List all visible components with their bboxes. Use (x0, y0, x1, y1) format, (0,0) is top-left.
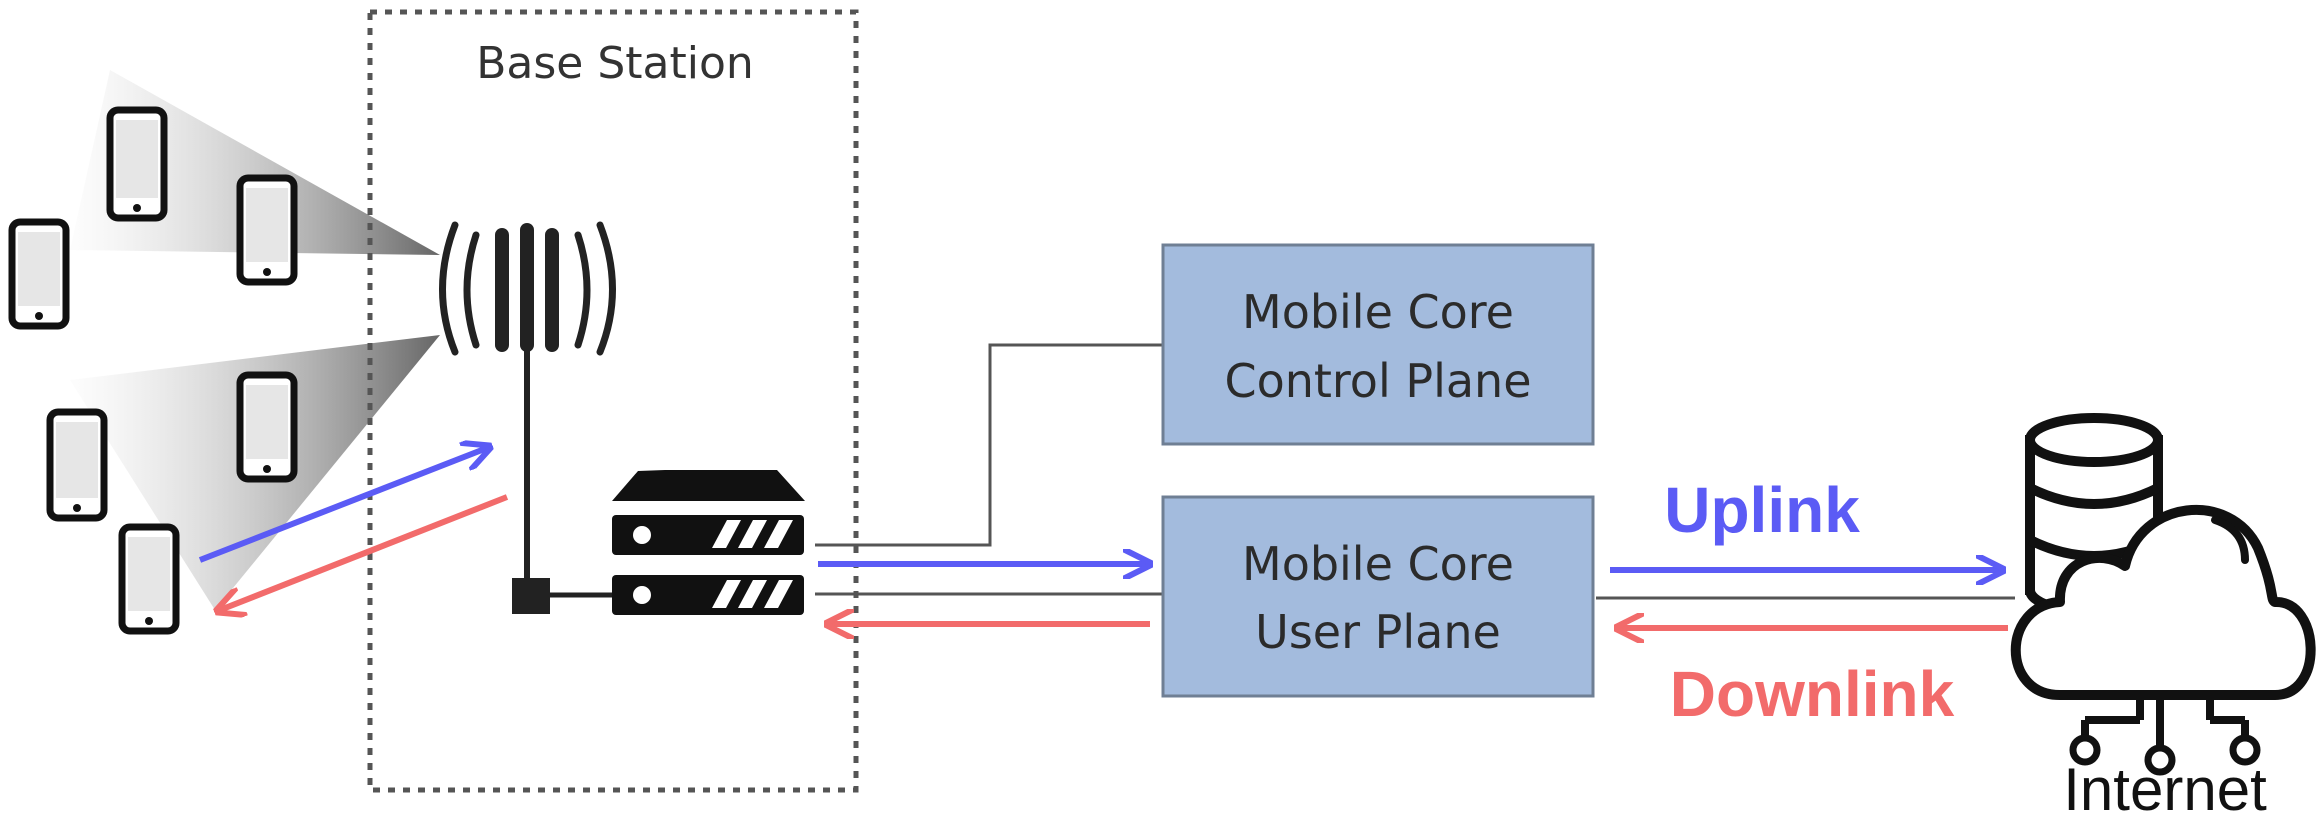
server-icon (612, 470, 805, 615)
control-plane-line1: Mobile Core (1242, 285, 1514, 339)
cloud-icon (2010, 505, 2316, 776)
smartphone-icon (236, 371, 298, 483)
smartphone-icon (236, 174, 298, 286)
user-plane-line1: Mobile Core (1242, 537, 1514, 591)
user-plane-box (1161, 495, 1595, 698)
smartphone-icon (118, 523, 180, 635)
smartphone-icon (46, 408, 108, 522)
internet-label: Internet (2063, 756, 2267, 818)
smartphone-icon (106, 106, 168, 222)
downlink-label: Downlink (1670, 658, 1955, 730)
uplink-label: Uplink (1664, 474, 1860, 546)
control-plane-box (1161, 243, 1595, 446)
connections (815, 343, 2015, 600)
smartphone-icon (8, 218, 70, 330)
antenna-icon (439, 221, 621, 598)
control-plane-line2: Control Plane (1224, 354, 1531, 408)
user-plane-line2: User Plane (1255, 605, 1501, 659)
downlink-air-arrow (220, 494, 509, 610)
base-station-label: Base Station (476, 38, 754, 89)
antenna-base (512, 578, 550, 614)
base-station-boundary (367, 9, 859, 793)
uplink-air-arrow (198, 448, 487, 563)
